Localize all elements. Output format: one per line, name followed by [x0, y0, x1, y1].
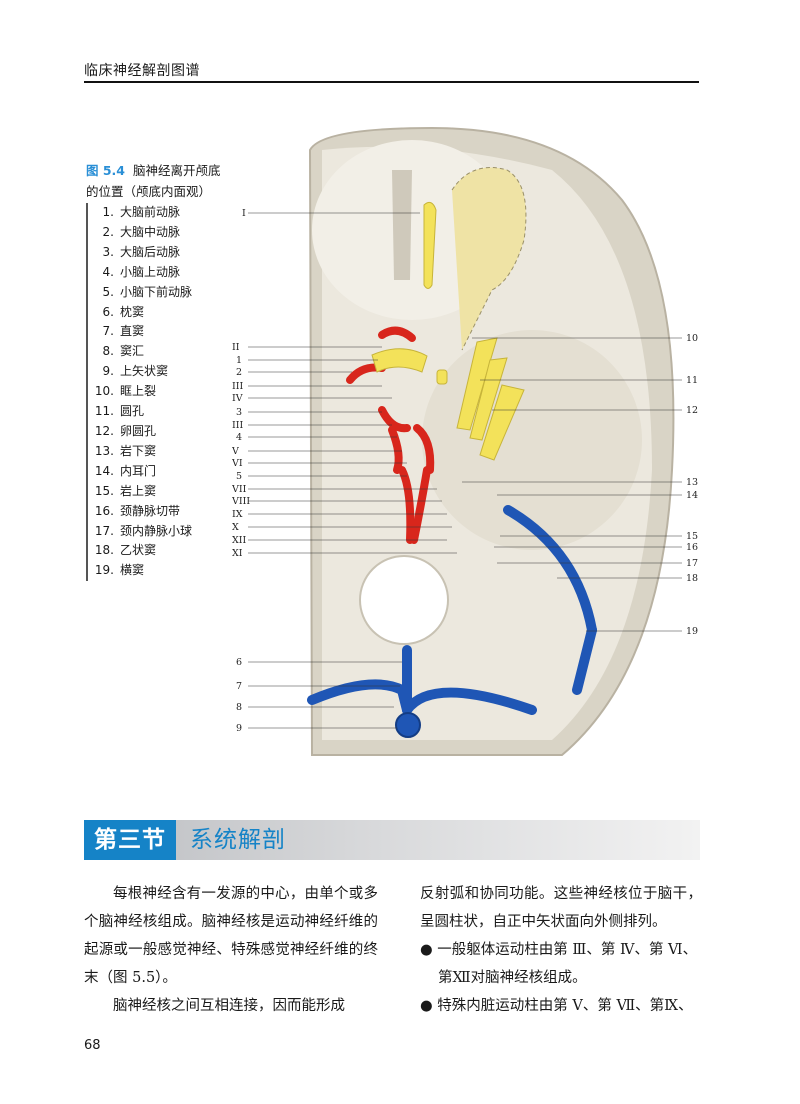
label-8: 8 [236, 702, 242, 713]
label-cn-v: V [232, 446, 239, 457]
skull-base-illustration: I II 1 2 III IV 3 III 4 V VI 5 VII VIII … [232, 110, 712, 790]
legend-item: 9.上矢状窦 [102, 364, 169, 379]
legend-item: 15.岩上窦 [94, 483, 157, 498]
legend-item: 12.卵圆孔 [94, 423, 157, 438]
label-cn-xi: XI [232, 548, 243, 559]
legend-item: 13.岩下窦 [94, 443, 157, 458]
label-17: 17 [686, 558, 698, 569]
middle-fossa [422, 330, 642, 550]
label-3: 3 [236, 407, 242, 418]
label-cn-i: I [242, 208, 246, 219]
legend-item: 3.大脑后动脉 [102, 244, 181, 259]
caption-line-2: 的位置（颅底内面观） [86, 184, 212, 199]
section-number: 第三节 [84, 820, 176, 860]
leader-lines-right [462, 337, 682, 632]
label-18: 18 [686, 573, 698, 584]
paragraph: 脑神经核之间互相连接，因而能形成 [113, 998, 345, 1014]
label-12: 12 [686, 405, 698, 416]
body-column-right: 反射弧和协同功能。这些神经核位于脑干，呈圆柱状，自正中矢状面向外侧排列。 ● 一… [420, 880, 702, 1020]
legend-item: 19.横窦 [94, 563, 145, 578]
label-14: 14 [686, 490, 698, 501]
label-6: 6 [236, 657, 242, 668]
legend-item: 7.直窦 [102, 324, 145, 339]
legend-item: 17.颈内静脉小球 [94, 523, 193, 538]
section-heading-bar [84, 820, 700, 860]
label-15: 15 [686, 531, 698, 542]
label-1: 1 [236, 355, 242, 366]
legend-item: 16.颈静脉切带 [94, 503, 181, 518]
label-16: 16 [686, 542, 698, 553]
label-5: 5 [236, 471, 242, 482]
figure-caption: 图 5.4 脑神经离开颅底 的位置（颅底内面观） [86, 160, 276, 202]
label-11: 11 [686, 375, 698, 386]
section-title: 系统解剖 [190, 827, 286, 853]
paragraph: 反射弧和协同功能。这些神经核位于脑干，呈圆柱状，自正中矢状面向外侧排列。 [420, 886, 702, 930]
foramen-magnum [359, 555, 449, 645]
label-cn-vi: VI [232, 458, 243, 469]
label-cn-viii: VIII [232, 496, 250, 507]
figure-legend: 1.大脑前动脉 2.大脑中动脉 3.大脑后动脉 4.小脑上动脉 5.小脑下前动脉… [86, 203, 284, 582]
skull-base-svg: I II 1 2 III IV 3 III 4 V VI 5 VII VIII … [232, 126, 698, 756]
page-number: 68 [84, 1038, 101, 1053]
legend-item: 4.小脑上动脉 [102, 264, 181, 279]
label-7: 7 [236, 681, 242, 692]
legend-item: 5.小脑下前动脉 [102, 284, 193, 299]
leader-lines-bottom [248, 661, 402, 729]
label-13: 13 [686, 477, 698, 488]
label-cn-iii-b: III [232, 420, 244, 431]
olfactory-bulb [423, 201, 437, 289]
legend-item: 8.窦汇 [102, 344, 145, 359]
label-cn-iii: III [232, 381, 244, 392]
label-cn-ix: IX [232, 509, 243, 520]
legend-item: 2.大脑中动脉 [102, 224, 181, 239]
label-10: 10 [686, 333, 698, 344]
label-cn-ii: II [232, 342, 240, 353]
caption-line-1: 脑神经离开颅底 [133, 163, 221, 178]
legend-item: 6.枕窦 [102, 304, 145, 319]
legend-item: 10.眶上裂 [94, 384, 157, 399]
bullet-item: ● 一般躯体运动柱由第 Ⅲ、第 Ⅳ、第 Ⅵ、 [420, 942, 698, 958]
bullet-continuation: 第Ⅻ对脑神经核组成。 [438, 970, 587, 986]
figure-number: 图 5.4 [86, 163, 125, 178]
running-head: 临床神经解剖图谱 [84, 63, 200, 79]
bullet-item: ● 特殊内脏运动柱由第 Ⅴ、第 Ⅶ、第Ⅸ、 [420, 998, 693, 1014]
body-column-left: 每根神经含有一发源的中心，由单个或多个脑神经核组成。脑神经核是运动神经纤维的起源… [84, 880, 378, 1020]
cribriform-plate [392, 170, 412, 280]
paragraph: 每根神经含有一发源的中心，由单个或多个脑神经核组成。脑神经核是运动神经纤维的起源… [84, 886, 378, 986]
label-4: 4 [236, 432, 242, 443]
cranial-nerve-bundle [371, 337, 525, 461]
legend-item: 18.乙状窦 [94, 543, 157, 558]
header-rule [84, 81, 699, 83]
legend-item: 14.内耳门 [94, 463, 157, 478]
legend-item: 11.圆孔 [94, 404, 145, 419]
confluence-of-sinuses [395, 712, 421, 738]
leader-lines-left [248, 212, 457, 554]
label-cn-iv: IV [232, 393, 243, 404]
label-cn-vii: VII [232, 484, 247, 495]
label-cn-x: X [232, 522, 239, 533]
optic-tract-outline [451, 167, 527, 351]
label-19: 19 [686, 626, 698, 637]
label-2: 2 [236, 367, 242, 378]
venous-sinuses [307, 505, 597, 715]
label-9: 9 [236, 723, 242, 734]
label-cn-xii: XII [232, 535, 247, 546]
legend-item: 1.大脑前动脉 [102, 205, 181, 219]
arterial-circle [346, 326, 435, 544]
